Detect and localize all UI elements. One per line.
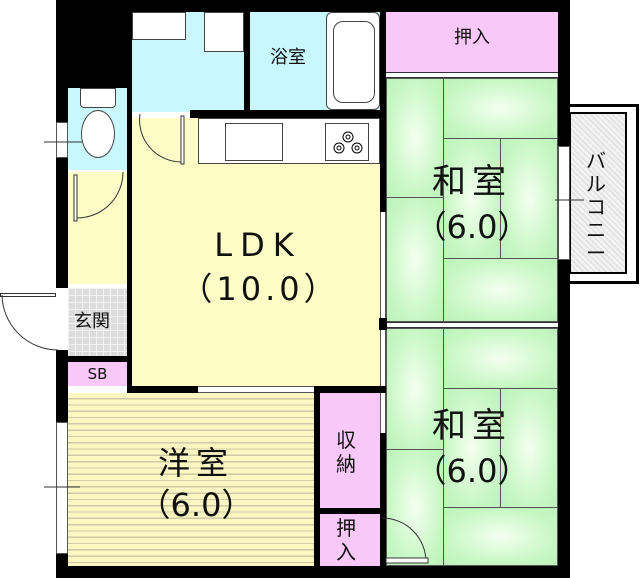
- washitsu-upper-size: （6.0）: [414, 208, 530, 246]
- wall: [379, 318, 387, 330]
- ldk-name: LDK: [214, 226, 302, 264]
- ldk-size: （10.0）: [180, 270, 340, 308]
- tatami-mat: [386, 328, 444, 450]
- wall: [314, 508, 386, 514]
- washbasin: [132, 12, 186, 40]
- wall: [558, 0, 570, 578]
- entrance-door-opening[interactable]: [56, 288, 68, 350]
- kitchen-counter: [198, 118, 380, 164]
- shuno-closet: [320, 393, 380, 508]
- window: [56, 122, 68, 158]
- tatami-mat: [443, 328, 558, 389]
- wall: [56, 566, 570, 578]
- wall: [190, 110, 386, 118]
- washitsu-upper-name: 和室: [432, 162, 512, 202]
- bathroom-label: 浴室: [270, 47, 306, 68]
- tatami-mat: [443, 507, 558, 566]
- sliding-door[interactable]: [380, 328, 386, 386]
- sliding-door[interactable]: [380, 393, 386, 433]
- sliding-door[interactable]: [386, 322, 558, 328]
- balcony: [563, 104, 639, 284]
- shoe-box-label: SB: [87, 365, 108, 383]
- tatami-mat: [386, 197, 444, 322]
- fusuma-door[interactable]: [386, 72, 558, 78]
- washitsu-upper: [386, 78, 558, 322]
- tatami-mat: [443, 78, 558, 139]
- oshiire-top-label: 押入: [454, 27, 490, 48]
- balcony-floor: [569, 112, 627, 274]
- sliding-door[interactable]: [380, 212, 386, 322]
- wall: [56, 0, 564, 12]
- wall: [68, 356, 127, 362]
- kitchen-sink: [225, 123, 283, 161]
- shoe-box: [68, 362, 127, 386]
- toilet-tank: [80, 88, 116, 108]
- wall: [127, 88, 132, 388]
- washitsu-lower: [386, 328, 558, 566]
- washitsu-lower-size: （6.0）: [414, 452, 530, 490]
- shuno-label: 収納: [336, 428, 356, 476]
- wall: [380, 393, 386, 566]
- gas-burner-icon: [333, 131, 363, 154]
- oshiire-bottom-closet: [320, 514, 380, 566]
- hallway-floor: [68, 172, 127, 284]
- bathtub-inner: [333, 21, 375, 103]
- genkan-label: 玄関: [74, 311, 110, 332]
- washitsu-lower-name: 和室: [432, 406, 512, 446]
- wall: [314, 393, 320, 566]
- wall: [380, 12, 386, 212]
- washing-machine-pan: [204, 12, 244, 52]
- genkan-floor: [68, 288, 127, 356]
- toilet-bowl: [81, 110, 115, 158]
- window: [558, 146, 570, 260]
- balcony-label: バルコニー: [586, 149, 606, 265]
- wall: [56, 0, 132, 88]
- oshiire-top-closet: [386, 12, 558, 74]
- bathtub: [326, 12, 380, 110]
- tatami-mat: [500, 138, 558, 259]
- youshitsu-size: （6.0）: [138, 486, 254, 524]
- tatami-mat: [443, 258, 558, 322]
- youshitsu-floor: [68, 393, 314, 566]
- sliding-door[interactable]: [198, 386, 314, 393]
- oshiire-bottom-label: 押入: [336, 516, 356, 564]
- stove: [325, 123, 369, 161]
- wall: [244, 12, 250, 112]
- window: [56, 422, 68, 554]
- tatami-mat: [500, 388, 558, 508]
- youshitsu-name: 洋室: [157, 444, 234, 482]
- tatami-mat: [443, 388, 501, 508]
